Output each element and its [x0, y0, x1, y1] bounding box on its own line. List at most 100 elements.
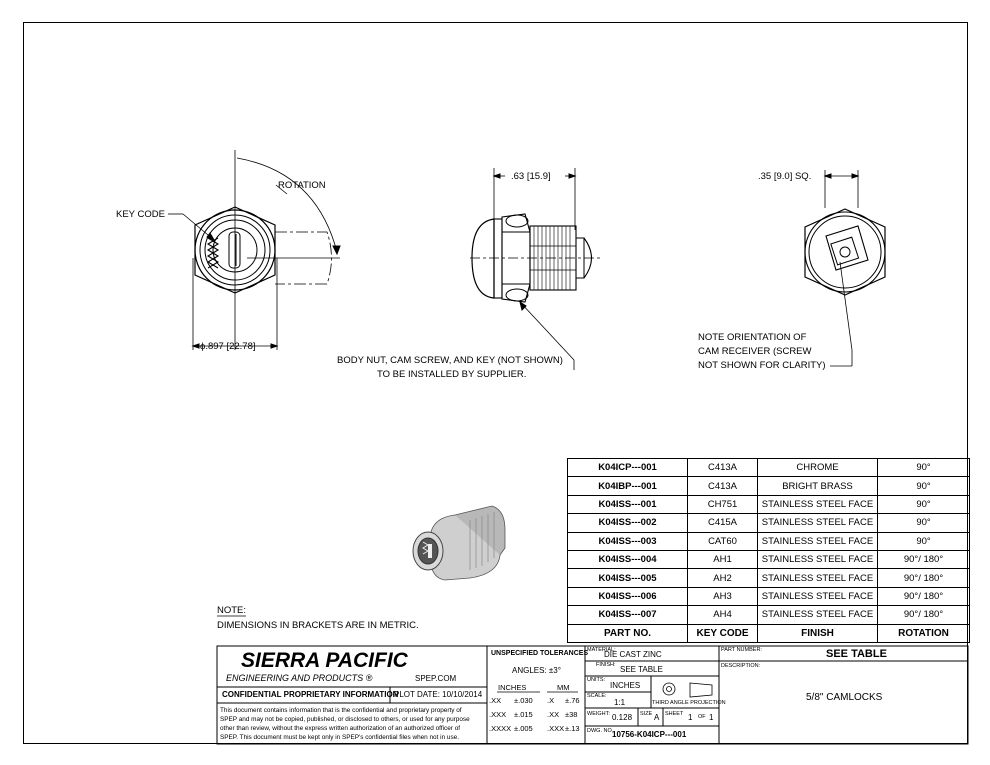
table-cell: C413A: [687, 476, 758, 496]
of-label: OF: [698, 714, 706, 720]
tolerance-cell: ±.13: [565, 724, 580, 733]
table-cell: STAINLESS STEEL FACE: [757, 605, 878, 625]
table-cell: C415A: [687, 513, 758, 533]
scale-label: SCALE:: [587, 693, 607, 699]
table-cell: K04ISS---004: [567, 549, 688, 570]
table-cell: 90°: [877, 531, 970, 551]
sheet-total: 1: [709, 713, 714, 722]
orientation-note-line3: NOT SHOWN FOR CLARITY): [698, 360, 826, 371]
title-block-lines: [216, 645, 969, 745]
table-cell: 90°: [877, 494, 970, 515]
company-subtitle-text: ENGINEERING AND PRODUCTS: [226, 673, 364, 683]
table-cell: AH2: [687, 568, 758, 588]
orientation-note-line2: CAM RECEIVER (SCREW: [698, 346, 812, 357]
table-cell: 90°/ 180°: [877, 586, 970, 607]
description-label: DESCRIPTION:: [721, 663, 761, 669]
table-cell: CHROME: [757, 457, 878, 478]
table-cell: 90°: [877, 476, 970, 496]
units-label: UNITS:: [587, 677, 606, 683]
table-cell: STAINLESS STEEL FACE: [757, 586, 878, 607]
table-cell: AH4: [687, 605, 758, 625]
angles-tolerance: ANGLES: ±3°: [512, 666, 561, 675]
length-dimension: .63 [15.9]: [511, 171, 551, 182]
diameter-dimension: ϕ.897 [22.78]: [200, 341, 256, 352]
table-cell: CH751: [687, 494, 758, 515]
tolerance-cell: .XXX: [489, 710, 507, 719]
table-cell: K04ICP---001: [567, 457, 688, 478]
company-subtitle: ENGINEERING AND PRODUCTS ®: [226, 674, 372, 683]
table-cell: STAINLESS STEEL FACE: [757, 531, 878, 551]
company-name: SIERRA PACIFIC: [241, 649, 408, 672]
units-value: INCHES: [610, 681, 641, 690]
tolerance-cell: ±38: [565, 710, 578, 719]
material-value: DIE CAST ZINC: [604, 650, 662, 659]
table-cell: STAINLESS STEEL FACE: [757, 494, 878, 515]
confidential-text: This document contains information that …: [220, 706, 470, 742]
confidential-text-line: SPEP. This document must be kept only in…: [220, 734, 459, 741]
dwg-no-value: 10756-K04ICP---001: [612, 730, 687, 739]
table-cell: 90°/ 180°: [877, 605, 970, 625]
tolerance-cell: ±.015: [514, 710, 533, 719]
table-cell: K04ISS---002: [567, 513, 688, 533]
tolerance-cell: ±.76: [565, 696, 580, 705]
material-label: MATERIAL:: [587, 647, 616, 653]
mm-heading: MM: [557, 683, 570, 692]
tolerance-cell: ±.005: [514, 724, 533, 733]
rotation-label: ROTATION: [278, 180, 326, 191]
table-cell: K04ISS---005: [567, 568, 688, 588]
body-nut-note-line1: BODY NUT, CAM SCREW, AND KEY (NOT SHOWN): [337, 355, 563, 366]
size-label: SIZE: [640, 711, 653, 717]
registered-mark: ®: [365, 673, 373, 683]
tolerance-cell: .XXX: [547, 724, 565, 733]
table-cell: 90°/ 180°: [877, 549, 970, 570]
table-cell: K04ISS---003: [567, 531, 688, 551]
table-cell: K04ISS---006: [567, 586, 688, 607]
tolerances-heading: UNSPECIFIED TOLERANCES: [491, 650, 589, 657]
description-value: 5/8" CAMLOCKS: [806, 692, 883, 703]
weight-value: 0.128: [612, 713, 633, 722]
body-nut-note-line2: TO BE INSTALLED BY SUPPLIER.: [377, 369, 527, 380]
table-cell: AH1: [687, 549, 758, 570]
table-cell: 90°: [877, 457, 970, 478]
table-header-cell: KEY CODE: [687, 623, 758, 643]
table-cell: K04IBP---001: [567, 476, 688, 496]
note-heading: NOTE:: [217, 605, 247, 616]
part-number-value: SEE TABLE: [826, 648, 887, 660]
side-view: [470, 168, 600, 370]
table-header-cell: ROTATION: [877, 623, 970, 643]
part-number-label: PART NUMBER:: [721, 647, 762, 653]
confidential-text-line: SPEP and may not be copied, published, o…: [220, 716, 470, 723]
finish-label: FINISH:: [596, 662, 616, 668]
table-cell: C413A: [687, 457, 758, 478]
camlock-isometric: [412, 505, 506, 581]
tolerance-cell: .X: [547, 696, 555, 705]
table-header-cell: FINISH: [757, 623, 878, 643]
table-cell: 90°: [877, 513, 970, 533]
inches-heading: INCHES: [498, 683, 527, 692]
table-cell: AH3: [687, 586, 758, 607]
confidential-text-line: other than review, without the express w…: [220, 725, 461, 732]
confidential-text-line: This document contains information that …: [220, 707, 462, 714]
table-cell: 90°/ 180°: [877, 568, 970, 588]
tolerance-cell: ±.030: [514, 696, 533, 705]
square-dimension: .35 [9.0] SQ.: [758, 171, 812, 182]
confidential-heading: CONFIDENTIAL PROPRIETARY INFORMATION: [222, 690, 399, 699]
weight-label: WEIGHT:: [587, 711, 610, 717]
tolerance-cell: .XX: [547, 710, 560, 719]
table-cell: BRIGHT BRASS: [757, 476, 878, 496]
scale-value: 1:1: [614, 698, 626, 707]
key-code-label: KEY CODE: [116, 209, 165, 220]
orientation-note-line1: NOTE ORIENTATION OF: [698, 332, 807, 343]
table-cell: STAINLESS STEEL FACE: [757, 549, 878, 570]
